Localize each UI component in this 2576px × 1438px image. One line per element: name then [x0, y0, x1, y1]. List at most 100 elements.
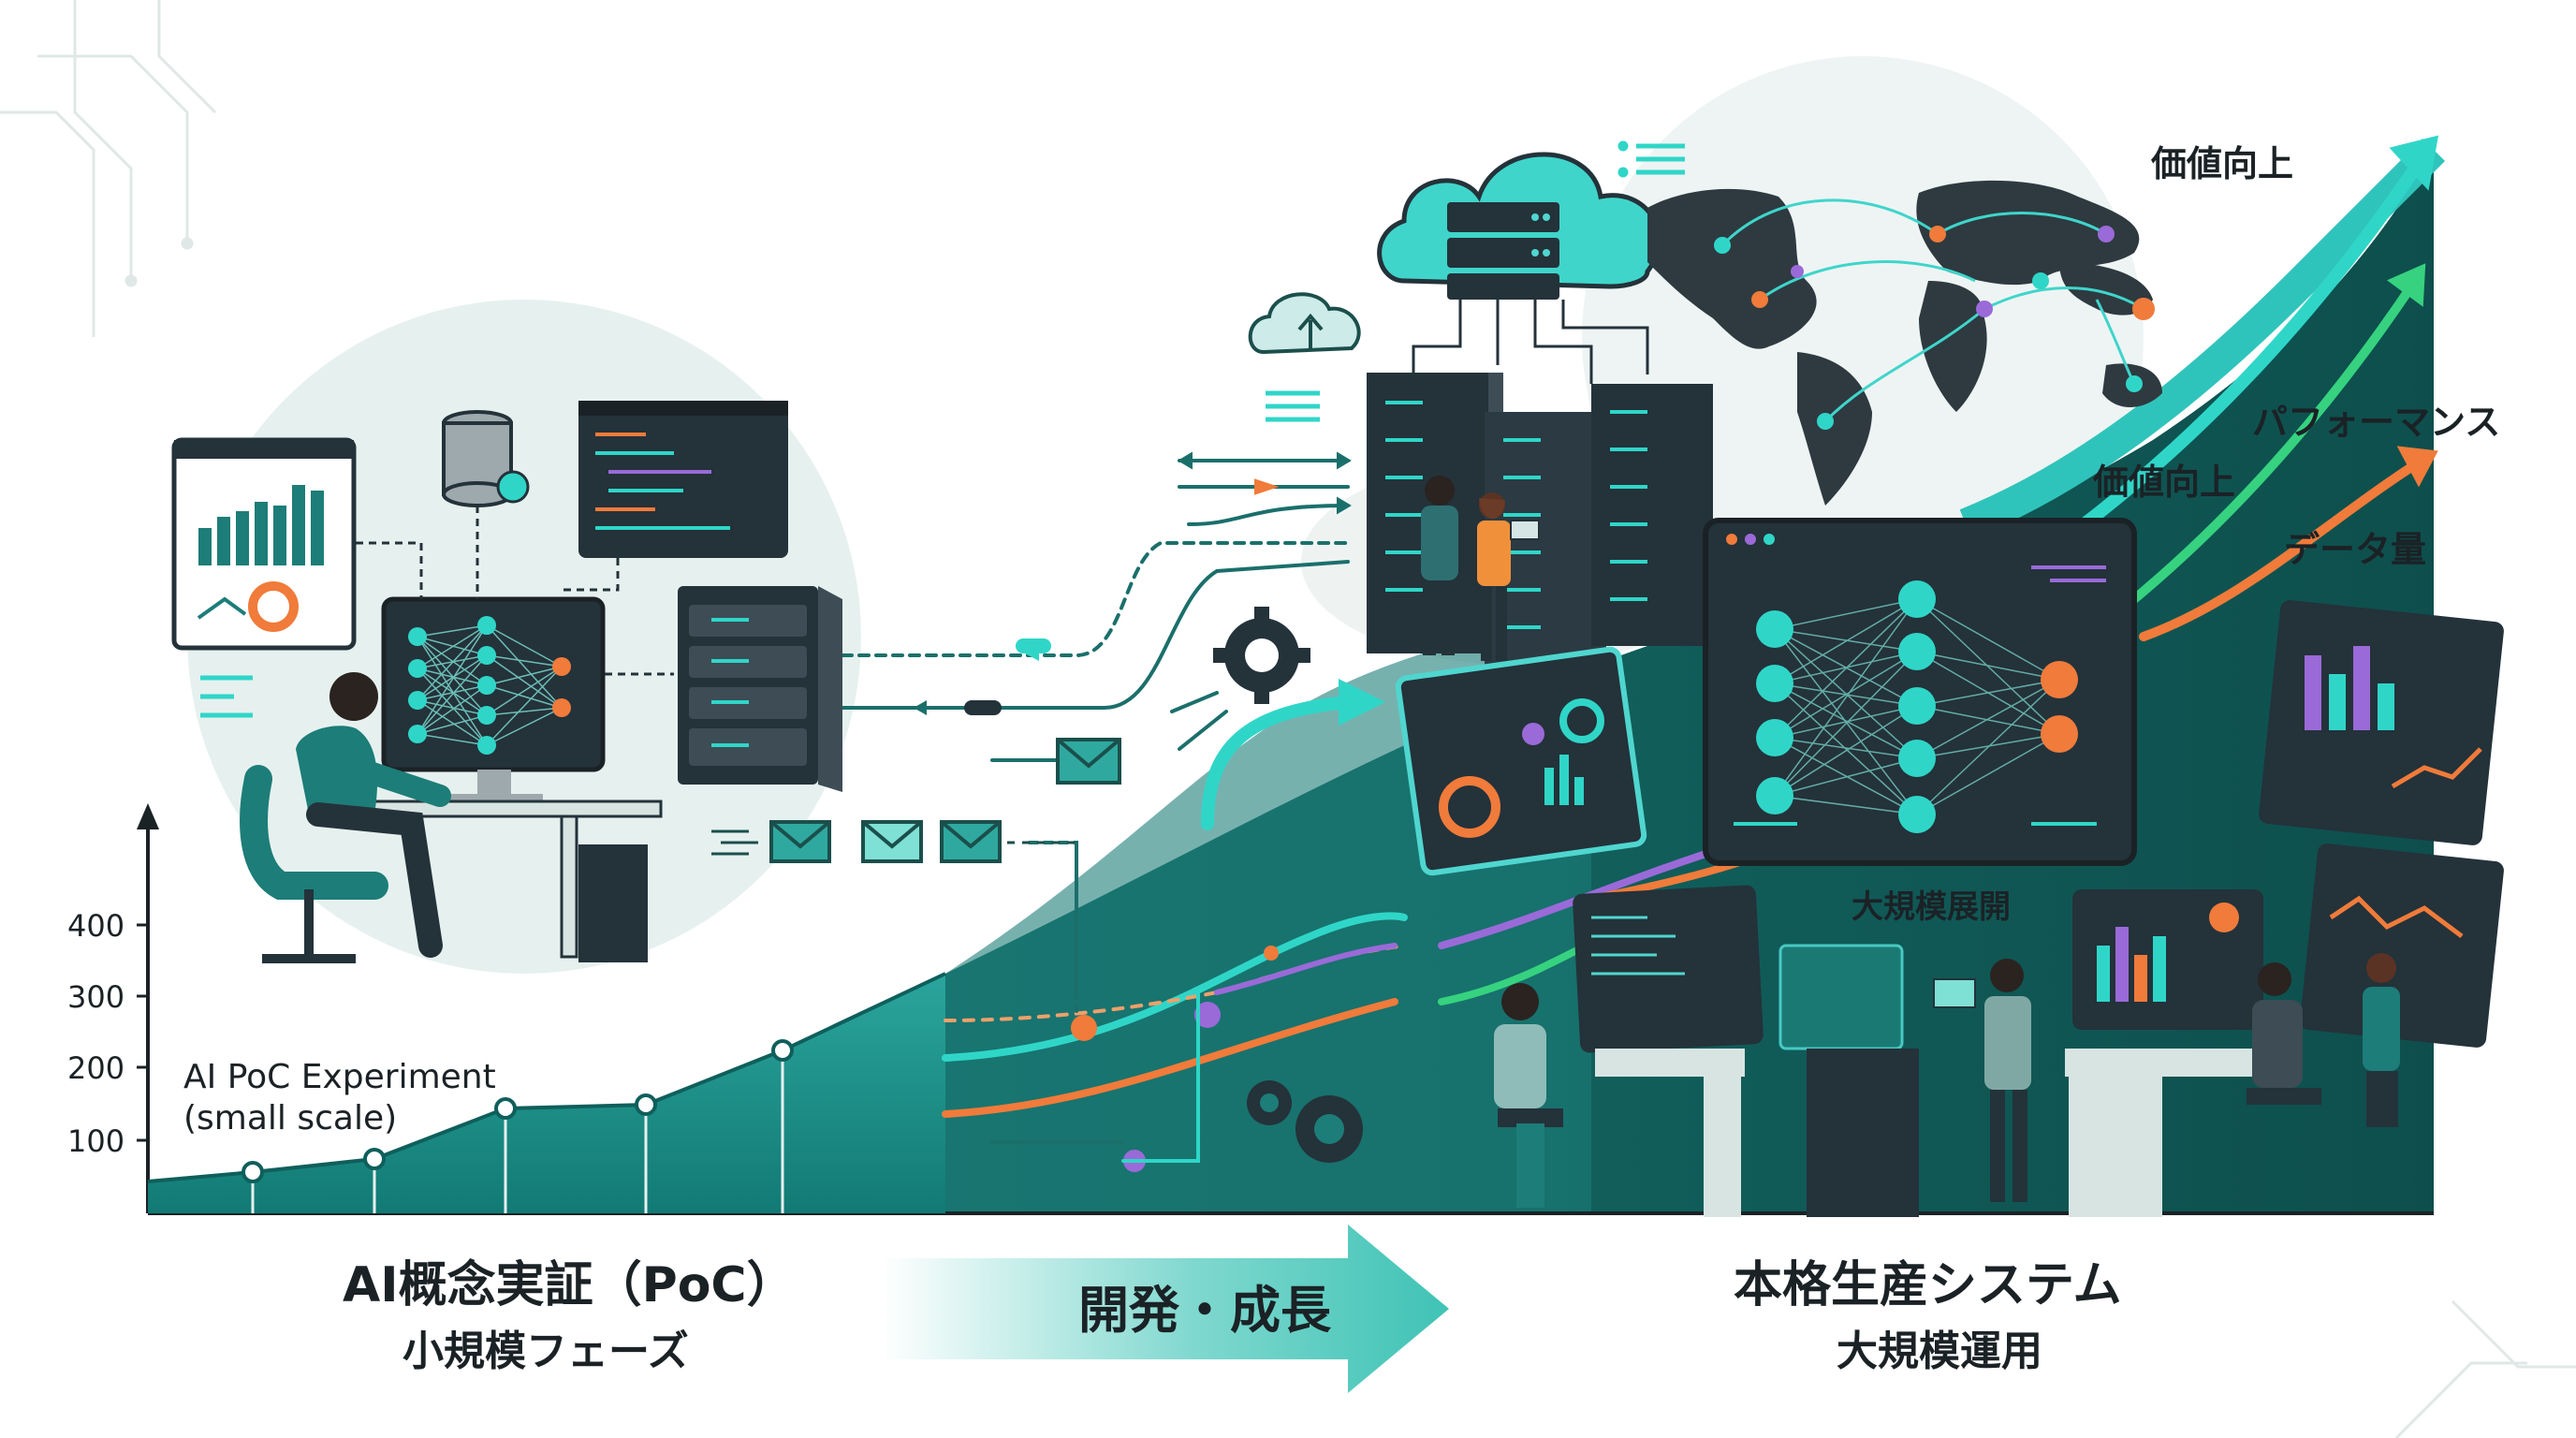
poc-point	[771, 1039, 794, 1062]
nn-link	[1774, 598, 1918, 684]
nn-link	[486, 684, 563, 709]
nn-link	[417, 714, 488, 735]
nn-node	[408, 725, 427, 743]
cloud-upload-icon	[1248, 292, 1361, 355]
y-tick-label: 300	[67, 979, 124, 1015]
nn-link	[1774, 598, 1918, 630]
nn-node	[1898, 796, 1936, 833]
nn-node	[477, 706, 496, 725]
nn-link	[1774, 705, 1918, 739]
code-window-icon	[578, 401, 788, 558]
nn-link	[1916, 598, 2060, 681]
nn-link	[1916, 679, 2060, 759]
workstations	[1494, 885, 2400, 1217]
nn-link	[417, 668, 488, 686]
nn-node	[408, 659, 427, 678]
nn-link	[1916, 679, 2060, 815]
poc-point	[635, 1093, 657, 1116]
nn-link	[417, 654, 488, 735]
nn-link	[417, 684, 488, 701]
nn-link	[486, 666, 563, 746]
chart-annotation: (small scale)	[183, 1099, 397, 1137]
nn-link	[417, 624, 488, 669]
nn-link	[486, 654, 563, 668]
nn-link	[1774, 737, 1918, 759]
nn-node	[1756, 777, 1793, 814]
nn-link	[1916, 651, 2060, 681]
nn-link	[417, 654, 488, 701]
nn-link	[417, 624, 488, 701]
data-flow-arrows	[841, 451, 1352, 1163]
arrow-chips	[914, 638, 1051, 715]
nn-link	[1774, 628, 1918, 653]
nn-link	[417, 636, 488, 656]
nn-link	[417, 624, 488, 638]
label-value-up-mid: 価値向上	[2092, 462, 2235, 503]
nn-node	[552, 657, 571, 676]
nn-node	[477, 676, 496, 695]
nn-node	[477, 616, 496, 635]
neural-network-icon	[1703, 518, 2137, 866]
nn-link	[1774, 757, 1918, 797]
map-network-links	[1720, 198, 2144, 423]
nn-link	[486, 624, 563, 668]
label-value-up-top: 価値向上	[2150, 143, 2293, 184]
cloud-icon	[1377, 152, 1661, 384]
nn-node	[1756, 665, 1793, 702]
nn-link	[486, 707, 563, 746]
poc-subtitle: 小規模フェーズ	[402, 1328, 689, 1375]
nn-node	[2041, 715, 2078, 753]
y-tick-label: 100	[67, 1123, 124, 1159]
nn-node	[408, 627, 427, 646]
nn-link	[417, 699, 488, 716]
prod-title: 本格生産システム	[1734, 1257, 2121, 1313]
poc-person	[240, 672, 451, 963]
dashboard-icon	[1395, 600, 2504, 1048]
diagram-labels: 価値向上 パフォーマンス 価値向上 データ量 大規模展開	[1852, 143, 2500, 926]
nn-link	[417, 668, 488, 716]
nn-node	[1898, 740, 1936, 777]
nn-link	[486, 654, 563, 709]
nn-node	[408, 691, 427, 710]
chart-annotation: AI PoC Experiment	[183, 1058, 496, 1096]
phase-labels: AI概念実証（PoC） 小規模フェーズ 開発・成長 本格生産システム 大規模運用	[343, 1257, 2121, 1375]
nn-link	[1774, 737, 1918, 815]
nn-link	[1774, 795, 1918, 815]
nn-link	[486, 707, 563, 716]
nn-node	[477, 646, 496, 665]
database-icon	[442, 410, 530, 507]
nn-link	[417, 636, 488, 746]
list-lines-icon	[1266, 140, 1685, 422]
nn-link	[1774, 598, 1918, 797]
phase-arrow	[882, 1225, 1449, 1393]
nn-link	[1916, 705, 2060, 735]
nn-link	[417, 668, 488, 746]
nn-node	[1898, 633, 1936, 670]
nn-link	[417, 636, 488, 716]
nn-link	[417, 699, 488, 746]
nn-node	[552, 698, 571, 717]
nn-link	[417, 684, 488, 735]
nn-node	[2041, 661, 2078, 698]
nn-node	[477, 736, 496, 755]
nn-link	[1774, 705, 1918, 797]
nn-link	[1916, 733, 2060, 815]
nn-link	[1774, 682, 1918, 815]
y-axis-arrow	[137, 803, 159, 829]
dev-growth-label: 開発・成長	[1078, 1281, 1332, 1340]
nn-link	[486, 666, 563, 716]
technician-figures	[1421, 476, 1540, 661]
poc-point	[242, 1161, 264, 1183]
nn-link	[417, 636, 488, 686]
growth-arrow-icon	[2053, 135, 2439, 641]
server-icon	[1367, 373, 1713, 665]
nn-node	[1898, 580, 1936, 618]
nn-link	[417, 733, 488, 746]
poc-point	[363, 1148, 386, 1170]
poc-title: AI概念実証（PoC）	[343, 1257, 796, 1313]
label-performance: パフォーマンス	[2252, 402, 2500, 443]
label-large-deploy: 大規模展開	[1852, 888, 2011, 926]
